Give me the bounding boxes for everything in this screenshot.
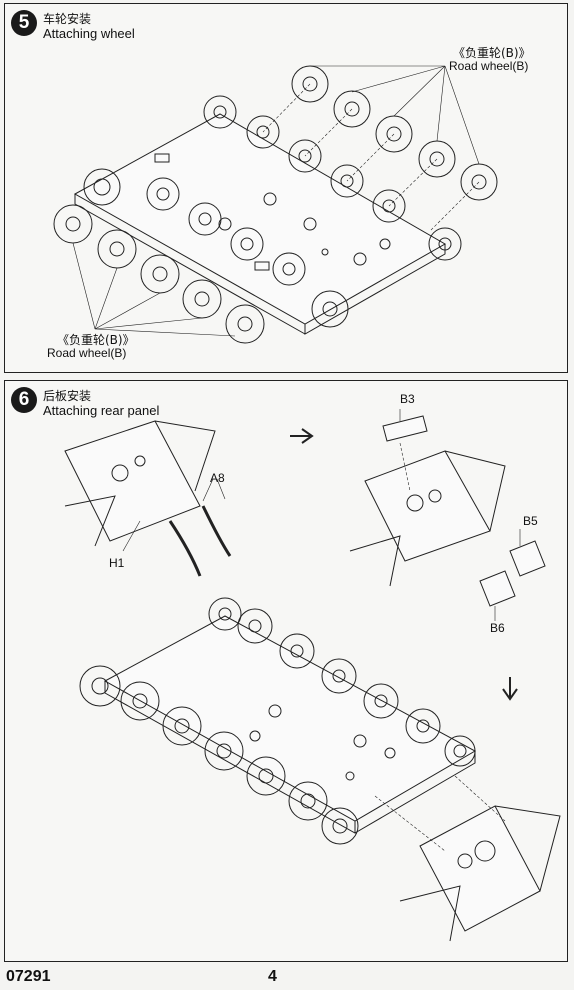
step-title-en: Attaching wheel xyxy=(43,26,135,41)
part-label-b6: B6 xyxy=(490,621,505,635)
part-label-b5: B5 xyxy=(523,514,538,528)
step-number-badge: 5 xyxy=(11,10,37,36)
part-label-b3: B3 xyxy=(400,392,415,406)
road-wheel-label-bottom-en: Road wheel(B) xyxy=(47,346,127,360)
step-5-drawing xyxy=(53,65,498,344)
road-wheel-label-top-zh: 《负重轮(B)》 xyxy=(453,46,531,60)
step-6-panel: 6 后板安装 Attaching rear panel A8 H1 B3 B5 … xyxy=(4,380,568,962)
step-6-drawing xyxy=(64,409,561,942)
road-wheel-label-top-en: Road wheel(B) xyxy=(449,59,529,73)
page-number: 4 xyxy=(268,968,277,985)
model-code: 07291 xyxy=(6,968,51,985)
step-title-zh: 后板安装 xyxy=(43,389,92,403)
part-label-h1: H1 xyxy=(109,556,125,570)
step-title-zh: 车轮安装 xyxy=(43,12,92,26)
road-wheel-label-bottom-zh: 《负重轮(B)》 xyxy=(57,333,135,347)
arrow-down-icon xyxy=(502,677,518,701)
arrow-right-icon xyxy=(290,428,314,444)
step-number-badge: 6 xyxy=(11,387,37,413)
part-label-a8: A8 xyxy=(210,471,225,485)
step-title-en: Attaching rear panel xyxy=(43,403,160,418)
step-5-panel: 5 车轮安装 Attaching wheel 《负重轮(B)》 Road whe… xyxy=(4,3,568,373)
